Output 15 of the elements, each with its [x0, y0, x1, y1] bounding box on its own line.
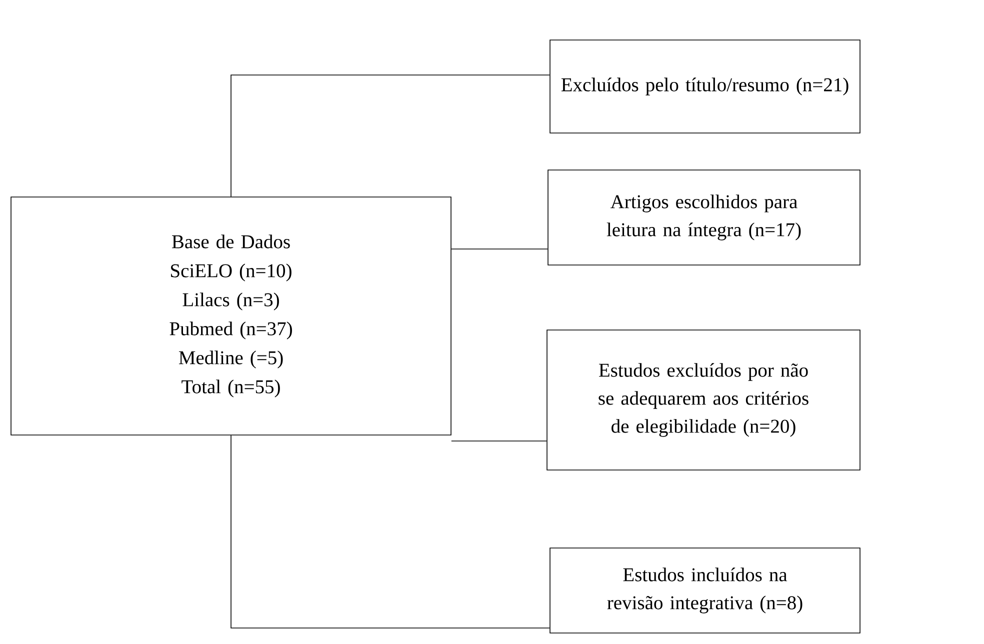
process-box: Estudos excluídos por não se adequarem aos critérios de elegibilidade (n=20): [546, 330, 860, 470]
list-text: Pubmed (n=37): [170, 322, 292, 340]
list-text: Base de Dados: [172, 234, 290, 248]
list-text: Medline (=5): [178, 350, 283, 368]
connector-line: [451, 248, 548, 250]
list-text: Lilacs (n=3): [182, 292, 279, 310]
database-box: [10, 196, 452, 436]
connector-line: [451, 440, 547, 442]
connector-line: [230, 74, 550, 197]
connector-line: [230, 435, 550, 628]
process-box: Artigos escolhidos para leitura na íntegra (n=17): [548, 170, 860, 266]
list-text: Total (n=55): [182, 380, 280, 398]
list-text: SciELO (n=10): [171, 264, 292, 282]
process-box: Excluídos pelo título/resumo (n=21): [550, 40, 860, 134]
process-box: Estudos incluídos na revisão integrativa (n=8): [550, 548, 860, 634]
